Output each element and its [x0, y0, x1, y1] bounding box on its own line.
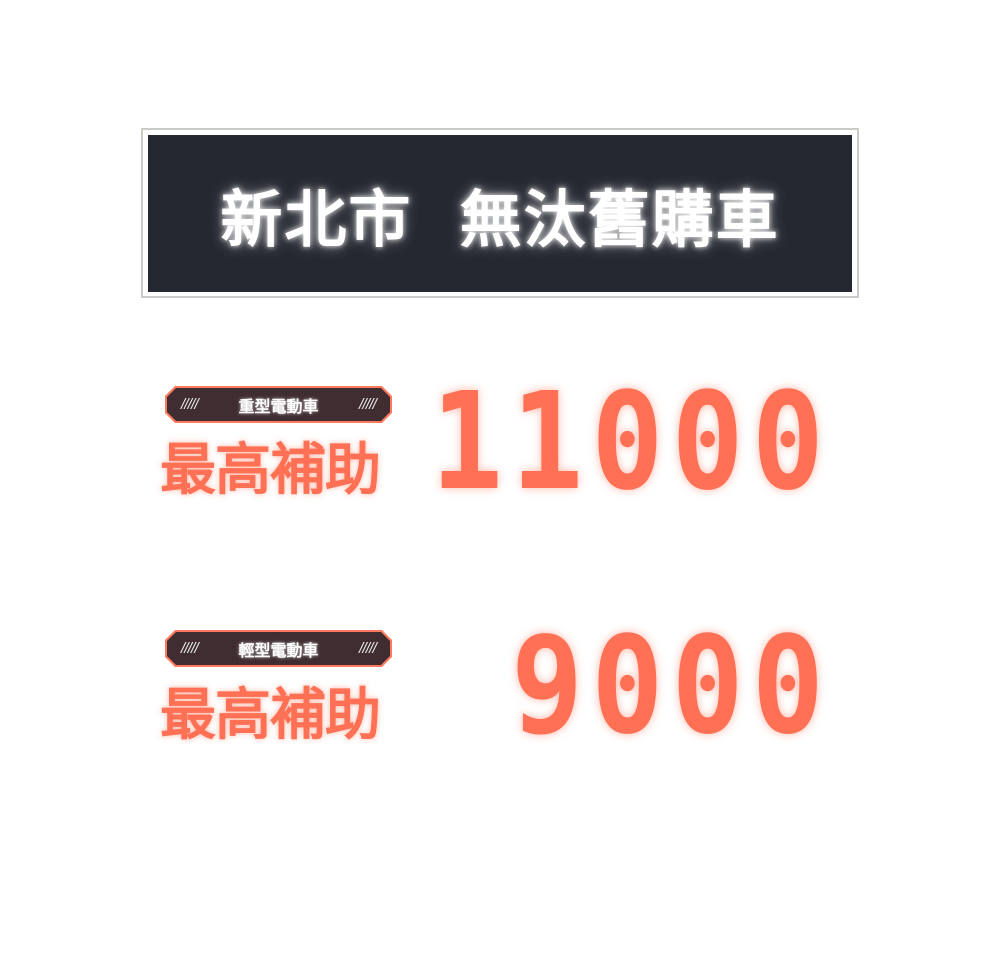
hatch-decoration-icon: ///// — [181, 641, 199, 656]
category-badge-light: ///// 輕型電動車 ///// — [165, 630, 392, 667]
category-badge-heavy: ///// 重型電動車 ///// — [165, 386, 392, 423]
subsidy-label: 最高補助 — [160, 683, 381, 748]
category-label: 輕型電動車 — [238, 640, 319, 660]
title-frame — [141, 128, 859, 298]
subsidy-amount: 11000 — [430, 364, 832, 521]
subsidy-label: 最高補助 — [160, 438, 381, 503]
title-banner: 新北市 無汰舊購車 — [148, 135, 852, 292]
subsidy-amount: 9000 — [511, 608, 832, 765]
hatch-decoration-icon: ///// — [359, 397, 377, 412]
hatch-decoration-icon: ///// — [181, 397, 199, 412]
category-label: 重型電動車 — [238, 396, 319, 416]
page-title: 新北市 無汰舊購車 — [220, 182, 780, 256]
hatch-decoration-icon: ///// — [359, 641, 377, 656]
